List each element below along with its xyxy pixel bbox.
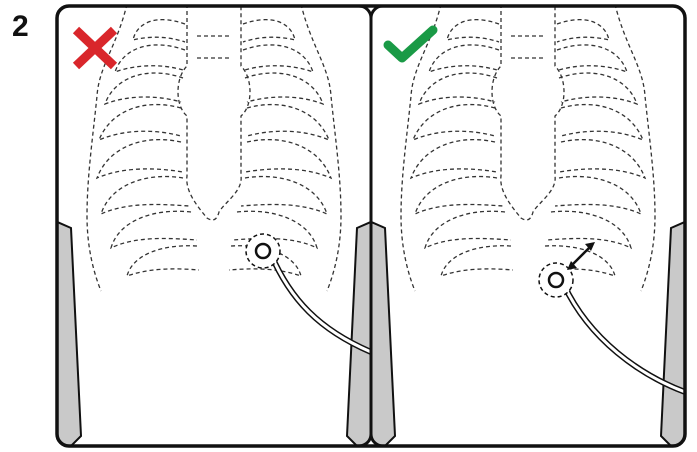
panel-correct <box>369 4 687 446</box>
electrode-icon <box>549 273 563 287</box>
electrode-icon <box>256 244 270 258</box>
cross-icon <box>76 30 114 66</box>
check-icon <box>388 30 433 58</box>
gap-arrow-icon <box>567 242 595 270</box>
panel-incorrect <box>55 4 373 446</box>
